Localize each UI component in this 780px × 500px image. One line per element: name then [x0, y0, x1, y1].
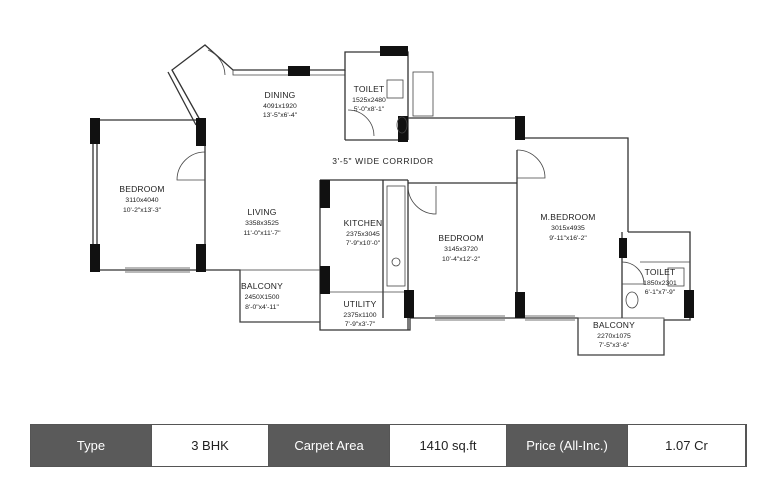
living-size: 3358x3525	[245, 220, 279, 227]
type-value: 3 BHK	[151, 425, 269, 466]
utility-size: 2375x1100	[343, 312, 376, 319]
corridor-label: 3'-5" WIDE CORRIDOR	[332, 156, 434, 166]
toilet2-name: TOILET	[645, 267, 676, 277]
dining-size: 4091x1920	[263, 103, 297, 110]
bedroom2-size: 3145x3720	[444, 246, 478, 253]
bedroom2-name: BEDROOM	[438, 233, 483, 243]
toilet1-ft: 5'-0"x8'-1"	[354, 106, 385, 113]
kitchen-name: KITCHEN	[344, 218, 383, 228]
dining-name: DINING	[265, 90, 296, 100]
balcony1-name: BALCONY	[241, 281, 283, 291]
price-value: 1.07 Cr	[627, 425, 746, 466]
info-table: Type 3 BHK Carpet Area 1410 sq.ft Price …	[30, 424, 747, 467]
carpet-area-value: 1410 sq.ft	[389, 425, 507, 466]
balcony1-ft: 8'-0"x4'-11"	[245, 304, 279, 311]
utility-name: UTILITY	[343, 299, 376, 309]
balcony2-name: BALCONY	[593, 320, 635, 330]
price-label: Price (All-Inc.)	[507, 425, 627, 466]
room-labels: DINING 4091x1920 13'-5"x6'-4" TOILET 152…	[119, 84, 677, 349]
carpet-area-label: Carpet Area	[269, 425, 389, 466]
utility-ft: 7'-9"x3'-7"	[345, 321, 376, 328]
mbedroom-ft: 9'-11"x16'-2"	[549, 235, 587, 242]
doors	[176, 49, 685, 309]
balcony2-ft: 7'-5"x3'-6"	[599, 342, 630, 349]
kitchen-ft: 7'-9"x10'-0"	[346, 240, 381, 247]
bedroom1-name: BEDROOM	[119, 184, 164, 194]
dining-ft: 13'-5"x6'-4"	[263, 112, 298, 119]
mbedroom-size: 3015x4935	[551, 225, 585, 232]
type-label: Type	[31, 425, 151, 466]
bedroom1-ft: 10'-2"x13'-3"	[123, 207, 162, 214]
living-name: LIVING	[247, 207, 276, 217]
pillars	[90, 46, 694, 318]
outer-walls	[92, 44, 691, 356]
toilet1-name: TOILET	[354, 84, 385, 94]
bedroom2-ft: 10'-4"x12'-2"	[442, 256, 481, 263]
mbedroom-name: M.BEDROOM	[540, 212, 595, 222]
kitchen-size: 2375x3045	[346, 231, 380, 238]
toilet2-size: 1850x2301	[643, 280, 677, 287]
balcony1-size: 2450X1500	[245, 294, 280, 301]
toilet1-size: 1525x2480	[352, 97, 386, 104]
toilet2-ft: 6'-1"x7'-9"	[645, 289, 676, 296]
floor-plan: DINING 4091x1920 13'-5"x6'-4" TOILET 152…	[90, 44, 694, 356]
balcony2-size: 2270x1075	[597, 333, 631, 340]
living-ft: 11'-0"x11'-7"	[243, 230, 281, 237]
bedroom1-size: 3110x4040	[125, 197, 158, 204]
